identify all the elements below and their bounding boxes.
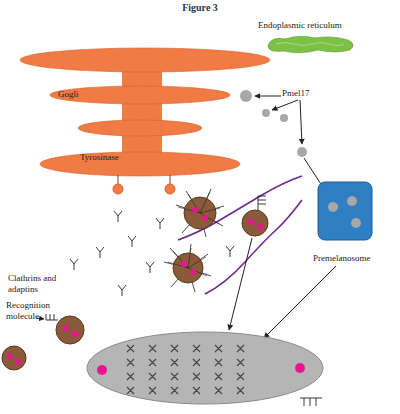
pigment-dot bbox=[181, 261, 187, 267]
membrane-line bbox=[178, 176, 302, 240]
pmel17-particle bbox=[240, 90, 252, 102]
budding-vesicle bbox=[165, 184, 175, 194]
enzyme-label: Tyrosinase bbox=[80, 152, 119, 162]
callout-label: Recognition molecule bbox=[6, 300, 62, 322]
arrow bbox=[255, 96, 281, 97]
er-membrane bbox=[268, 36, 353, 53]
melanosome bbox=[87, 332, 323, 404]
golgi-cisterna bbox=[20, 48, 270, 72]
pmel17-particle bbox=[328, 202, 338, 212]
premelanosome-body bbox=[318, 182, 372, 240]
callout-label: Clathrins and adaptins bbox=[8, 273, 64, 295]
recognition-molecule bbox=[300, 398, 322, 406]
membrane-line bbox=[205, 200, 302, 294]
clathrin-symbol bbox=[118, 285, 126, 296]
fibril-marks bbox=[127, 345, 244, 394]
pigment-dot bbox=[97, 365, 107, 375]
pigment-dot bbox=[63, 325, 69, 331]
clathrin-symbol bbox=[128, 236, 136, 247]
figure-title: Figure 3 bbox=[0, 2, 400, 13]
coat-spokes bbox=[176, 189, 224, 237]
clathrin-symbol bbox=[70, 259, 78, 270]
clathrin-symbol bbox=[114, 211, 122, 222]
pmel17-particle bbox=[280, 114, 288, 122]
coat-spokes bbox=[164, 244, 211, 292]
er-fold bbox=[276, 43, 344, 46]
arrow bbox=[272, 100, 298, 110]
endoplasmic-reticulum: Endoplasmic reticulum bbox=[255, 16, 367, 58]
pigment-dot bbox=[15, 359, 21, 365]
arrow bbox=[229, 238, 252, 330]
clathrin-symbol bbox=[146, 262, 154, 273]
protein-label: Pmel17 bbox=[282, 88, 322, 99]
arrow bbox=[264, 266, 336, 338]
recognition-molecule bbox=[258, 196, 266, 210]
pigment-dot bbox=[190, 269, 196, 275]
pigment-dot bbox=[192, 207, 198, 213]
pigment-dot bbox=[202, 215, 208, 221]
pigment-dot bbox=[295, 363, 305, 373]
coat-spokes bbox=[178, 192, 220, 224]
golgi-apparatus: GogliTyrosinase bbox=[18, 44, 280, 198]
pigment-dot bbox=[257, 224, 263, 230]
clathrin-symbol bbox=[96, 247, 104, 258]
pmel17-particle bbox=[262, 109, 270, 117]
vesicle bbox=[56, 316, 84, 344]
vesicle-stalk bbox=[118, 175, 119, 184]
premelanosome: Premelanosome bbox=[308, 176, 394, 270]
clathrin-symbol bbox=[156, 218, 164, 229]
pmel17-particle bbox=[297, 147, 307, 157]
organelle-label: Premelanosome bbox=[313, 253, 371, 263]
budding-vesicle bbox=[113, 184, 123, 194]
vesicle bbox=[2, 346, 26, 370]
pmel17-particle bbox=[351, 218, 361, 228]
clathrin-symbol bbox=[226, 246, 234, 257]
vesicle-stalk bbox=[170, 175, 171, 184]
arrow bbox=[300, 100, 302, 144]
golgi-stalk bbox=[122, 60, 162, 165]
organelle-label: Gogli bbox=[58, 89, 79, 99]
golgi-cisterna bbox=[50, 86, 230, 104]
vesicle bbox=[242, 210, 268, 236]
pigment-dot bbox=[248, 219, 254, 225]
organelle-label: Endoplasmic reticulum bbox=[258, 20, 342, 30]
golgi-cisterna bbox=[78, 120, 202, 136]
pmel17-particle bbox=[347, 196, 357, 206]
pigment-dot bbox=[72, 331, 78, 337]
coat-spokes bbox=[168, 248, 207, 276]
node-outline bbox=[18, 44, 280, 198]
pigment-dot bbox=[7, 353, 13, 359]
recognition-molecule bbox=[46, 314, 58, 320]
golgi-cisterna bbox=[40, 152, 240, 176]
